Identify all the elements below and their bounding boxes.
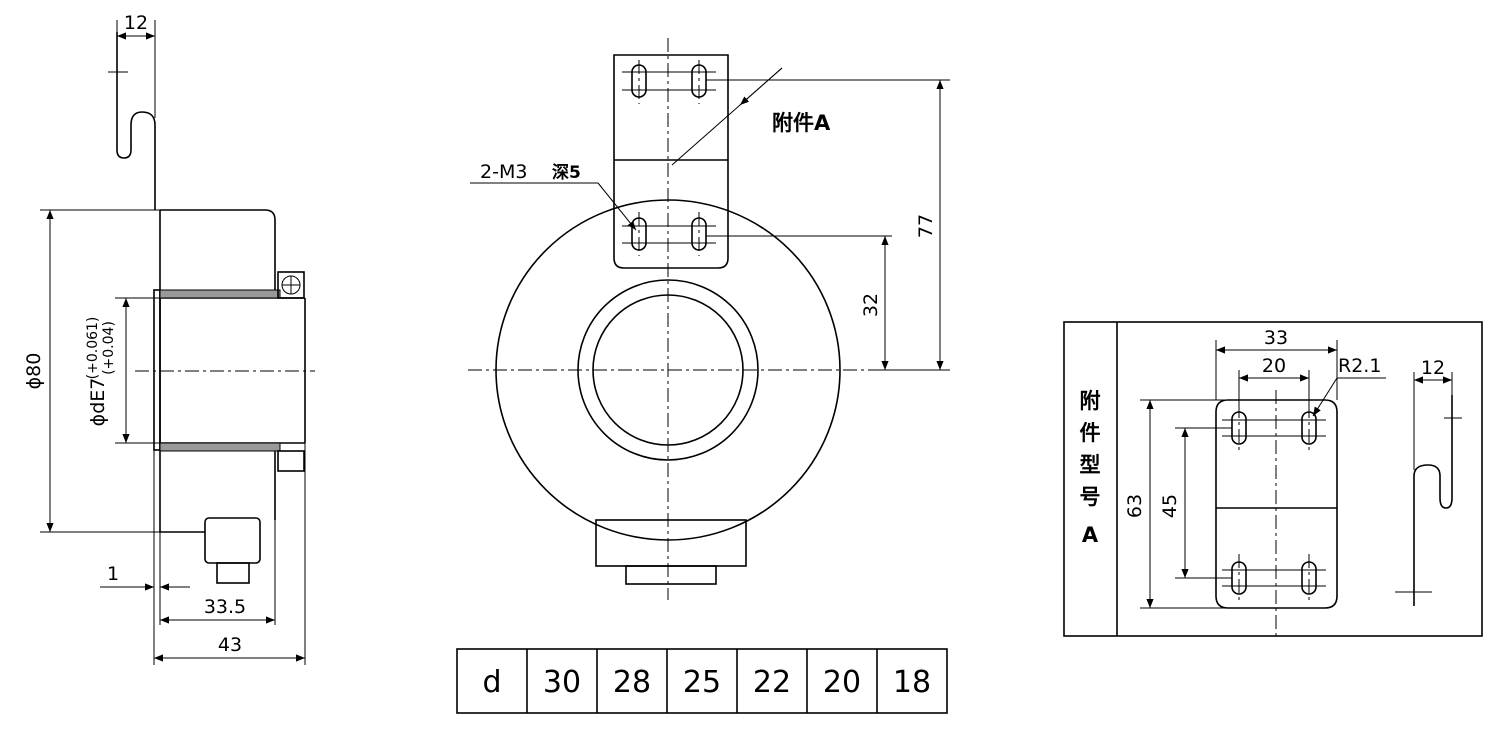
label-thread: 2-M3 bbox=[480, 161, 527, 183]
panel-title-char: 附 bbox=[1080, 389, 1101, 413]
table-cell: 30 bbox=[543, 665, 581, 700]
panel-title-char: 号 bbox=[1080, 485, 1101, 509]
side-view: 12 ϕ80 ϕdE7 (+0.061) bbox=[23, 12, 315, 665]
dim-radius: R2.1 bbox=[1338, 355, 1381, 377]
mounting-bracket bbox=[613, 54, 729, 269]
connector-block bbox=[204, 517, 261, 564]
table-cell: 22 bbox=[753, 665, 791, 700]
dim-height-45: 45 bbox=[1159, 494, 1181, 518]
bore-tol-lower: (+0.04) bbox=[101, 321, 117, 375]
mounting-slots bbox=[622, 60, 716, 256]
spring-wire bbox=[116, 32, 156, 210]
table-header-d: d bbox=[482, 665, 501, 700]
dim-height-63: 63 bbox=[1124, 494, 1146, 518]
dim-width-20: 20 bbox=[1262, 355, 1286, 377]
label-attachment: 附件A bbox=[772, 111, 831, 135]
bore-size-table: d 30 28 25 22 20 18 bbox=[456, 648, 948, 714]
dim-height-32: 32 bbox=[860, 293, 882, 317]
attachment-panel: 附 件 型 号 A 33 20 R2.1 bbox=[1063, 321, 1483, 637]
panel-title-char: 件 bbox=[1080, 421, 1101, 445]
panel-title-model: A bbox=[1082, 523, 1099, 547]
dim-outer-diameter: ϕ80 bbox=[23, 353, 45, 390]
bore-tol-upper: (+0.061) bbox=[85, 317, 101, 380]
panel-title-char: 型 bbox=[1080, 453, 1101, 477]
svg-text:ϕdE7: ϕdE7 bbox=[87, 378, 109, 427]
dim-bore: ϕdE7 (+0.061) (+0.04) bbox=[85, 317, 117, 427]
attachment-bracket bbox=[1215, 399, 1338, 609]
dim-top-width: 12 bbox=[124, 12, 148, 34]
dim-height-77: 77 bbox=[915, 214, 937, 238]
housing-body bbox=[160, 209, 276, 290]
table-cell: 20 bbox=[823, 665, 861, 700]
table-cell: 18 bbox=[893, 665, 931, 700]
attachment-spring bbox=[1413, 395, 1453, 606]
dim-spring-12: 12 bbox=[1421, 357, 1445, 379]
label-thread-depth: 深5 bbox=[552, 162, 581, 183]
dim-body: 33.5 bbox=[204, 596, 246, 618]
dim-width-33: 33 bbox=[1264, 327, 1288, 349]
front-view: 附件A 2-M3 深5 77 32 bbox=[468, 38, 950, 600]
table-cell: 28 bbox=[613, 665, 651, 700]
dim-flange: 1 bbox=[107, 563, 119, 585]
table-cell: 25 bbox=[683, 665, 721, 700]
dim-total: 43 bbox=[218, 634, 242, 656]
